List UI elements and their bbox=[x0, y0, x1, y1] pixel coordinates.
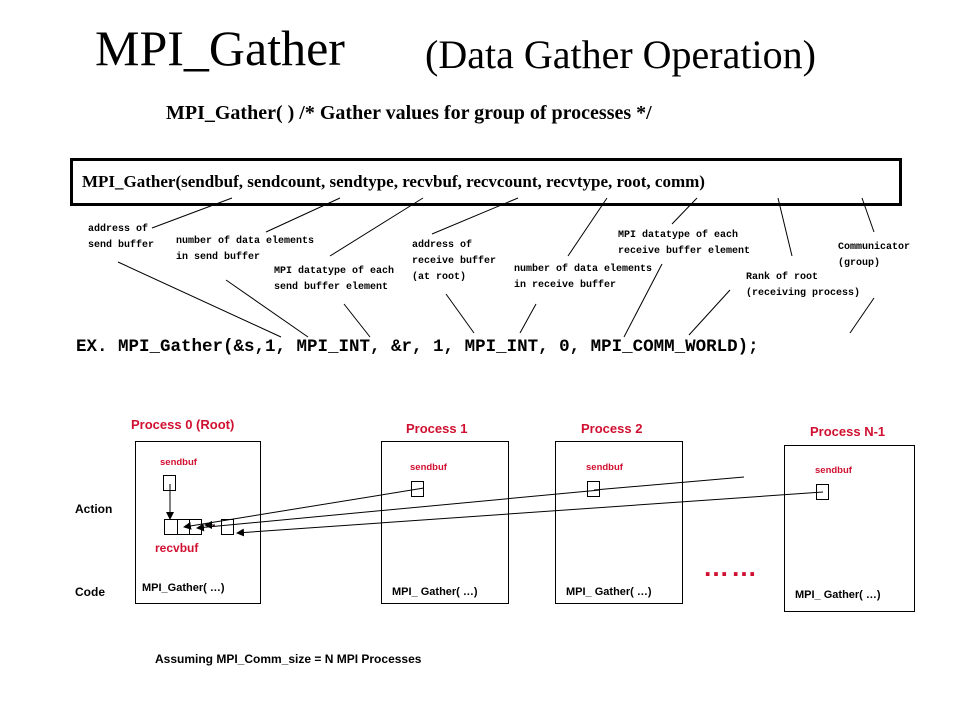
annotation-line: (at root) bbox=[412, 272, 467, 283]
process-0-code: MPI_Gather( …) bbox=[142, 582, 225, 594]
link-sendcount-example bbox=[225, 279, 309, 338]
function-description: MPI_Gather( ) /* Gather values for group… bbox=[166, 102, 652, 124]
process-1-code: MPI_ Gather( …) bbox=[392, 586, 478, 598]
example-call: EX. MPI_Gather(&s,1, MPI_INT, &r, 1, MPI… bbox=[76, 337, 759, 357]
leader-sendtype bbox=[329, 197, 424, 257]
annotation-sendcount: number of data elements in send buffer bbox=[176, 234, 314, 266]
annotation-line: Communicator bbox=[838, 242, 911, 253]
process-2-sendbuf-cell bbox=[587, 481, 600, 497]
function-signature: MPI_Gather(sendbuf, sendcount, sendtype,… bbox=[82, 172, 705, 191]
process-1-sendbuf-label: sendbuf bbox=[410, 462, 447, 473]
annotation-line: Rank of root bbox=[746, 272, 819, 283]
link-recvbuf-example bbox=[445, 293, 475, 334]
link-root-example bbox=[688, 289, 731, 336]
process-n1-title: Process N-1 bbox=[810, 424, 886, 439]
link-recvcount-example bbox=[519, 303, 537, 334]
annotation-recvcount: number of data elements in receive buffe… bbox=[514, 262, 652, 294]
annotation-line: send buffer element bbox=[274, 282, 389, 293]
process-0-sendbuf-label: sendbuf bbox=[160, 457, 197, 468]
leader-sendbuf bbox=[151, 197, 233, 229]
more-processes-ellipsis: …… bbox=[703, 552, 759, 582]
annotation-recvtype: MPI datatype of each receive buffer elem… bbox=[618, 228, 750, 260]
annotation-comm: Communicator (group) bbox=[838, 240, 910, 272]
annotation-line: number of data elements bbox=[514, 264, 653, 275]
arrow-process1-to-recv bbox=[183, 487, 425, 530]
action-label: Action bbox=[75, 502, 113, 516]
arrow-processN1-to-recv bbox=[236, 491, 824, 537]
process-2-sendbuf-label: sendbuf bbox=[586, 462, 623, 473]
page-subtitle-heading: (Data Gather Operation) bbox=[425, 32, 816, 77]
annotation-line: address of bbox=[412, 240, 473, 251]
process-n1-code: MPI_ Gather( …) bbox=[795, 589, 881, 601]
link-sendtype-example bbox=[343, 303, 371, 338]
annotation-line: MPI datatype of each bbox=[274, 266, 395, 277]
recvbuf-label: recvbuf bbox=[155, 541, 199, 555]
leader-comm bbox=[861, 197, 875, 233]
annotation-recvbuf: address of receive buffer (at root) bbox=[412, 238, 496, 286]
signature-box bbox=[70, 158, 902, 206]
process-2-title: Process 2 bbox=[581, 421, 643, 436]
link-comm-example bbox=[849, 297, 875, 334]
annotation-line: number of data elements bbox=[176, 236, 315, 247]
page-title: MPI_Gather bbox=[95, 20, 345, 76]
process-1-title: Process 1 bbox=[406, 421, 468, 436]
annotation-root: Rank of root (receiving process) bbox=[746, 270, 860, 302]
process-0-title: Process 0 (Root) bbox=[131, 417, 235, 432]
annotation-line: receive buffer bbox=[412, 256, 497, 267]
annotation-line: send buffer bbox=[88, 240, 155, 251]
link-sendbuf-example bbox=[117, 261, 282, 338]
annotation-sendtype: MPI datatype of each send buffer element bbox=[274, 264, 394, 296]
process-n1-box bbox=[784, 445, 915, 612]
process-2-box bbox=[555, 441, 683, 604]
leader-recvcount bbox=[567, 197, 608, 257]
footnote: Assuming MPI_Comm_size = N MPI Processes bbox=[155, 652, 422, 666]
process-n1-sendbuf-label: sendbuf bbox=[815, 465, 852, 476]
process-2-code: MPI_ Gather( …) bbox=[566, 586, 652, 598]
annotation-sendbuf: address of send buffer bbox=[88, 222, 154, 254]
leader-root bbox=[777, 197, 793, 257]
arrow-process2-to-recv bbox=[196, 489, 601, 532]
link-recvtype-example bbox=[623, 263, 663, 338]
annotation-line: MPI datatype of each bbox=[618, 230, 739, 241]
leader-sendcount bbox=[265, 197, 341, 233]
annotation-line: (receiving process) bbox=[746, 288, 861, 299]
leader-recvbuf bbox=[431, 197, 519, 235]
annotation-line: (group) bbox=[838, 258, 881, 269]
annotation-line: address of bbox=[88, 224, 149, 235]
annotation-line: receive buffer element bbox=[618, 246, 751, 257]
leader-recvtype bbox=[671, 197, 698, 225]
annotation-line: in receive buffer bbox=[514, 280, 617, 291]
annotation-line: in send buffer bbox=[176, 252, 261, 263]
arrow-process2-extra bbox=[593, 476, 745, 491]
code-label: Code bbox=[75, 585, 105, 599]
